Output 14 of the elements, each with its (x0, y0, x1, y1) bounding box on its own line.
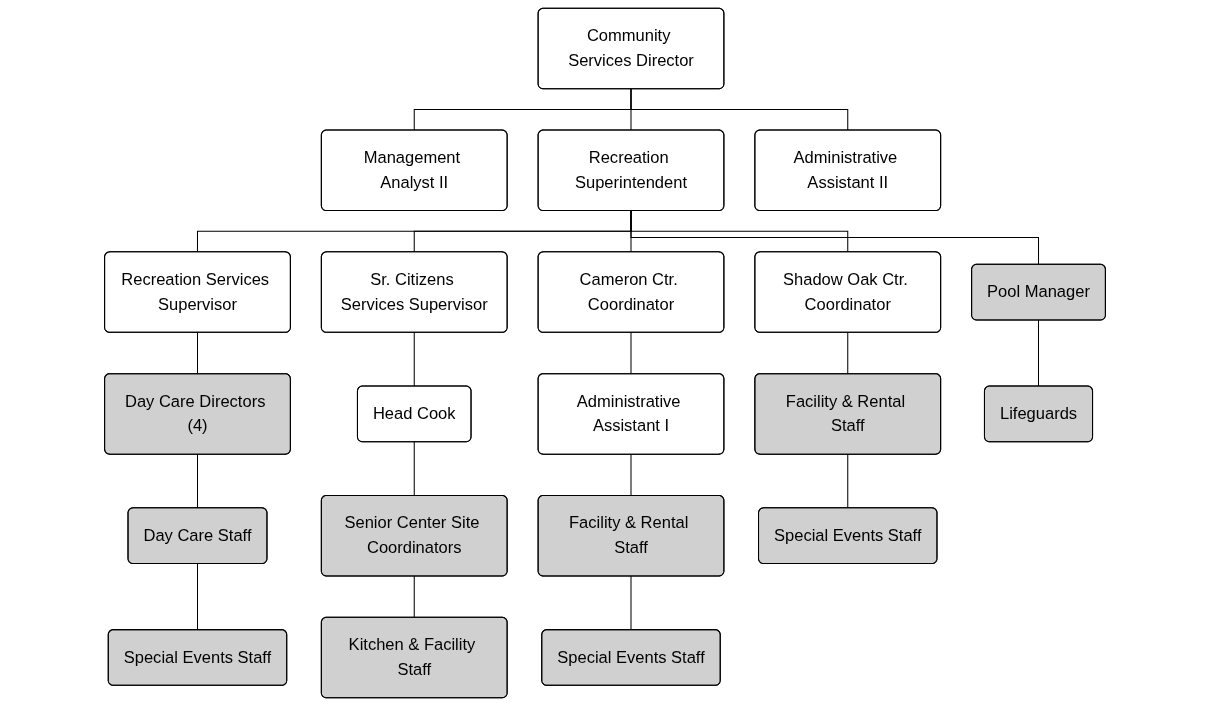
connector (630, 331, 632, 375)
connector (196, 563, 198, 631)
connector (847, 453, 849, 509)
connector (630, 453, 632, 496)
connector (630, 210, 1040, 265)
connector (413, 331, 415, 387)
connector (630, 575, 632, 631)
connector (196, 453, 198, 509)
connector (1038, 319, 1040, 387)
connector (847, 331, 849, 375)
connector (196, 331, 198, 375)
connector (413, 441, 415, 496)
connector (630, 88, 849, 131)
connector (413, 575, 415, 618)
